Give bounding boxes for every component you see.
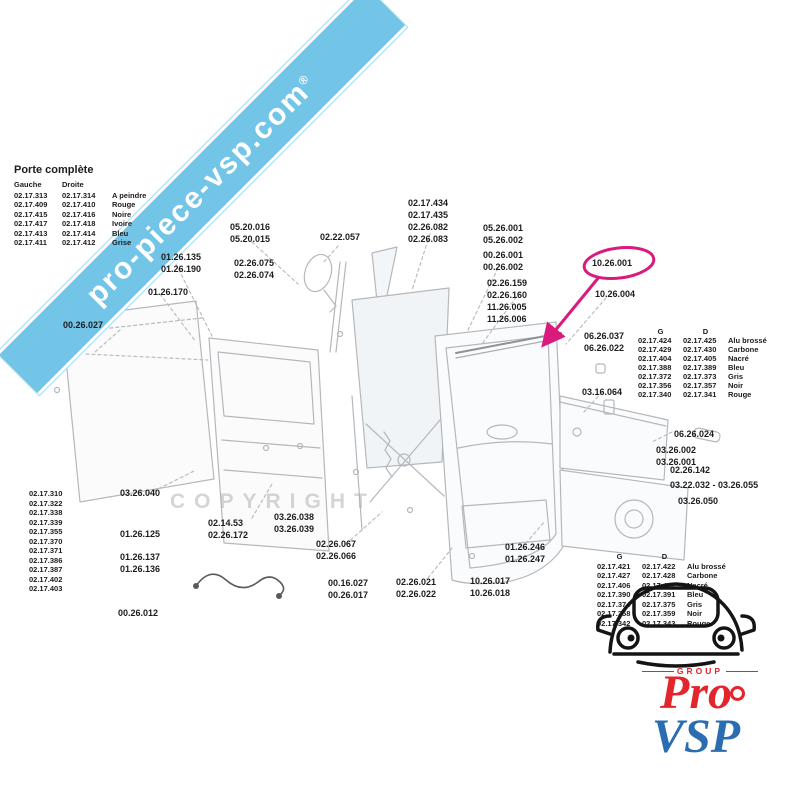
part-label: 00.16.027 00.26.017 [328, 578, 369, 600]
part-label: 10.26.017 10.26.018 [470, 576, 511, 598]
window-glass [351, 246, 450, 469]
part-label: 05.20.016 05.20.015 [230, 222, 271, 244]
window-regulator [351, 395, 445, 531]
part-label: 03.22.032 - 03.26.055 [670, 480, 759, 490]
door-shell [434, 321, 567, 585]
part-label: 00.26.027 [63, 320, 104, 330]
part-label: 02.14.53 02.26.172 [208, 518, 249, 540]
part-label: 06.26.024 [674, 429, 715, 439]
mirror [303, 253, 337, 313]
part-label: 03.26.040 [120, 488, 161, 498]
part-label: 02.22.057 [320, 232, 361, 242]
door-trim-panels [559, 395, 689, 561]
part-label: 11.26.005 11.26.006 [487, 302, 527, 324]
part-label: 02.17.434 02.17.435 02.26.082 02.26.083 [408, 198, 449, 244]
part-label: 00.26.001 00.26.002 [483, 250, 524, 272]
part-label: 02.26.159 02.26.160 [487, 278, 528, 300]
part-label: 02.26.075 02.26.074 [234, 258, 275, 280]
provsp-car-logo-icon [596, 582, 756, 668]
part-label: 06.26.037 06.26.022 [584, 331, 625, 353]
part-label: 03.16.064 [582, 387, 623, 397]
logo-red-dot-icon [730, 686, 745, 701]
part-label: 10.26.004 [595, 289, 636, 299]
part-label: 03.26.050 [678, 496, 719, 506]
small-parts [262, 330, 721, 560]
logo-group-row: GROUP [642, 666, 759, 676]
part-label: 01.26.246 01.26.247 [505, 542, 546, 564]
part-label: 03.26.002 03.26.001 [656, 445, 697, 467]
wiring-harness [193, 573, 285, 599]
copyright-watermark: COPYRIGHT [170, 490, 376, 513]
logo-vsp-text: VSP [651, 710, 741, 763]
part-label: 00.26.012 [118, 608, 159, 618]
part-label: 01.26.135 01.26.190 [161, 252, 202, 274]
part-label: 02.26.142 [670, 465, 711, 475]
part-label: 02.26.021 02.26.022 [396, 577, 437, 599]
section-title: Porte complète [14, 164, 94, 176]
part-label: 02.26.067 02.26.066 [316, 539, 357, 561]
table-header: Gauche Droite [14, 180, 84, 189]
part-label: 01.26.170 [148, 287, 189, 297]
door-inner-frame [208, 337, 330, 552]
part-label: 01.26.125 [120, 529, 161, 539]
pillar-strip [329, 261, 347, 353]
part-label: 01.26.137 01.26.136 [120, 552, 161, 574]
logo-group-text: GROUP [676, 666, 724, 676]
part-label: 03.26.038 03.26.039 [274, 512, 315, 534]
highlighted-part-label: 10.26.001 [592, 258, 633, 268]
part-label: 05.26.001 05.26.002 [483, 223, 524, 245]
logo-pro-text: Pro [660, 666, 732, 719]
